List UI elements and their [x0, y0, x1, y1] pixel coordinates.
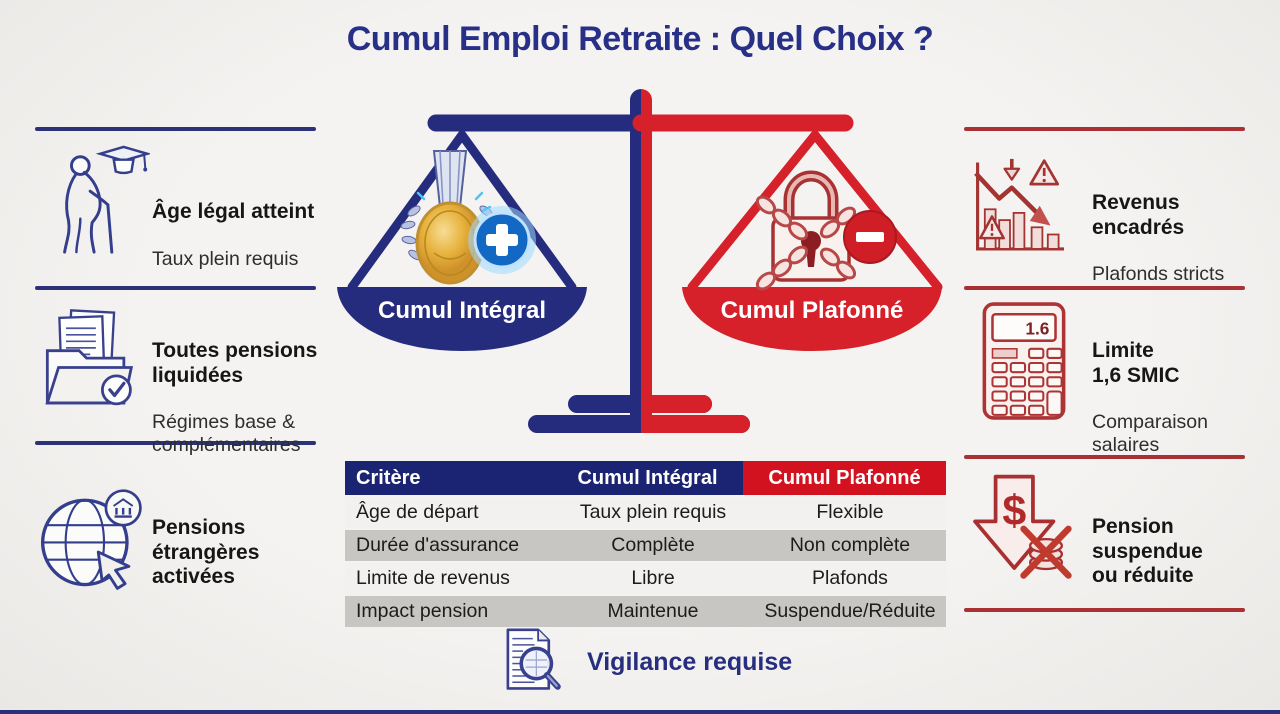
footer-label: Vigilance requise — [587, 648, 793, 676]
left-item-2: Toutes pensions liquidées Régimes base &… — [152, 320, 347, 476]
header-cumul-integral: Cumul Intégral — [577, 467, 718, 489]
left-item-1: Âge légal atteint Taux plein requis — [152, 181, 332, 289]
table-row: Limite de revenus Libre Plafonds — [345, 563, 946, 594]
item-title: Pension suspendue ou réduite — [1092, 514, 1203, 588]
footer-note: Vigilance requise — [499, 625, 792, 700]
left-pan-label: Cumul Intégral — [378, 297, 546, 324]
divider-line — [964, 127, 1245, 131]
divider-line — [964, 286, 1245, 290]
bottom-border-line — [0, 710, 1280, 714]
cell: Maintenue — [607, 600, 699, 622]
cell: Limite de revenus — [356, 567, 510, 589]
document-magnifier-icon — [499, 625, 563, 700]
item-title: Âge légal atteint — [152, 199, 315, 223]
cell: Complète — [611, 534, 695, 556]
pension-folder-check-icon — [38, 300, 150, 420]
table-header-blue: Critère Cumul Intégral — [345, 461, 743, 495]
item-subtitle: Taux plein requis — [152, 247, 299, 270]
cell: Taux plein requis — [579, 501, 727, 523]
item-title: Limite 1,6 SMIC — [1092, 338, 1180, 387]
right-item-2: Limite 1,6 SMIC Comparaison salaires — [1092, 320, 1267, 476]
right-item-1: Revenus encadrés Plafonds stricts — [1092, 172, 1267, 305]
table-row: Durée d'assurance Complète Non complète — [345, 530, 946, 561]
item-title: Revenus encadrés — [1092, 190, 1185, 239]
right-pan-label: Cumul Plafonné — [721, 297, 904, 324]
cell: Âge de départ — [356, 501, 479, 523]
left-item-3: Pensions étrangères activées — [152, 497, 302, 632]
item-subtitle: Comparaison salaires — [1092, 411, 1208, 457]
calculator-icon: 1.6 — [980, 300, 1068, 422]
calculator-display: 1.6 — [1025, 319, 1049, 339]
globe-bank-cursor-icon — [35, 483, 150, 598]
divider-line — [35, 127, 316, 131]
cell: Flexible — [816, 501, 884, 523]
cross-out-icon — [1020, 525, 1072, 579]
declining-revenue-warning-icon — [965, 150, 1073, 265]
minus-badge-icon — [843, 210, 897, 264]
plus-badge-icon — [468, 206, 536, 274]
divider-line — [964, 455, 1245, 459]
medal-icon — [400, 150, 500, 285]
cell: Libre — [631, 567, 675, 589]
scale-base — [528, 395, 750, 433]
cell: Non complète — [789, 534, 911, 556]
balance-scale-illustration: Cumul Intégral — [330, 85, 950, 445]
cell: Durée d'assurance — [356, 534, 520, 556]
right-pan: Cumul Plafonné — [682, 130, 943, 351]
header-cumul-plafonne: Cumul Plafonné — [743, 461, 946, 495]
item-subtitle: Plafonds stricts — [1092, 263, 1225, 286]
header-critere: Critère — [356, 467, 421, 489]
cell: Plafonds — [812, 567, 888, 589]
cell: Suspendue/Réduite — [764, 600, 936, 622]
right-item-3: Pension suspendue ou réduite — [1092, 496, 1267, 631]
table-row: Impact pension Maintenue Suspendue/Rédui… — [345, 596, 946, 627]
pension-down-arrow-icon: $ — [962, 468, 1074, 586]
padlock-chains-icon — [755, 170, 857, 291]
divider-line — [964, 608, 1245, 612]
item-title: Pensions étrangères activées — [152, 515, 260, 589]
divider-line — [35, 286, 316, 290]
table-row: Âge de départ Taux plein requis Flexible — [345, 497, 946, 528]
cell: Impact pension — [356, 600, 489, 622]
item-subtitle: Régimes base & complémentaires — [152, 411, 301, 457]
scale-pole — [630, 89, 652, 422]
page-title: Cumul Emploi Retraite : Quel Choix ? — [346, 20, 934, 58]
elderly-person-graduation-icon — [50, 140, 152, 258]
item-title: Toutes pensions liquidées — [152, 338, 318, 387]
divider-line — [35, 441, 316, 445]
table-header-row: Critère Cumul Intégral Cumul Plafonné — [345, 461, 946, 495]
comparison-table: Critère Cumul Intégral Cumul Plafonné Âg… — [345, 461, 946, 627]
left-pan: Cumul Intégral — [337, 130, 587, 351]
